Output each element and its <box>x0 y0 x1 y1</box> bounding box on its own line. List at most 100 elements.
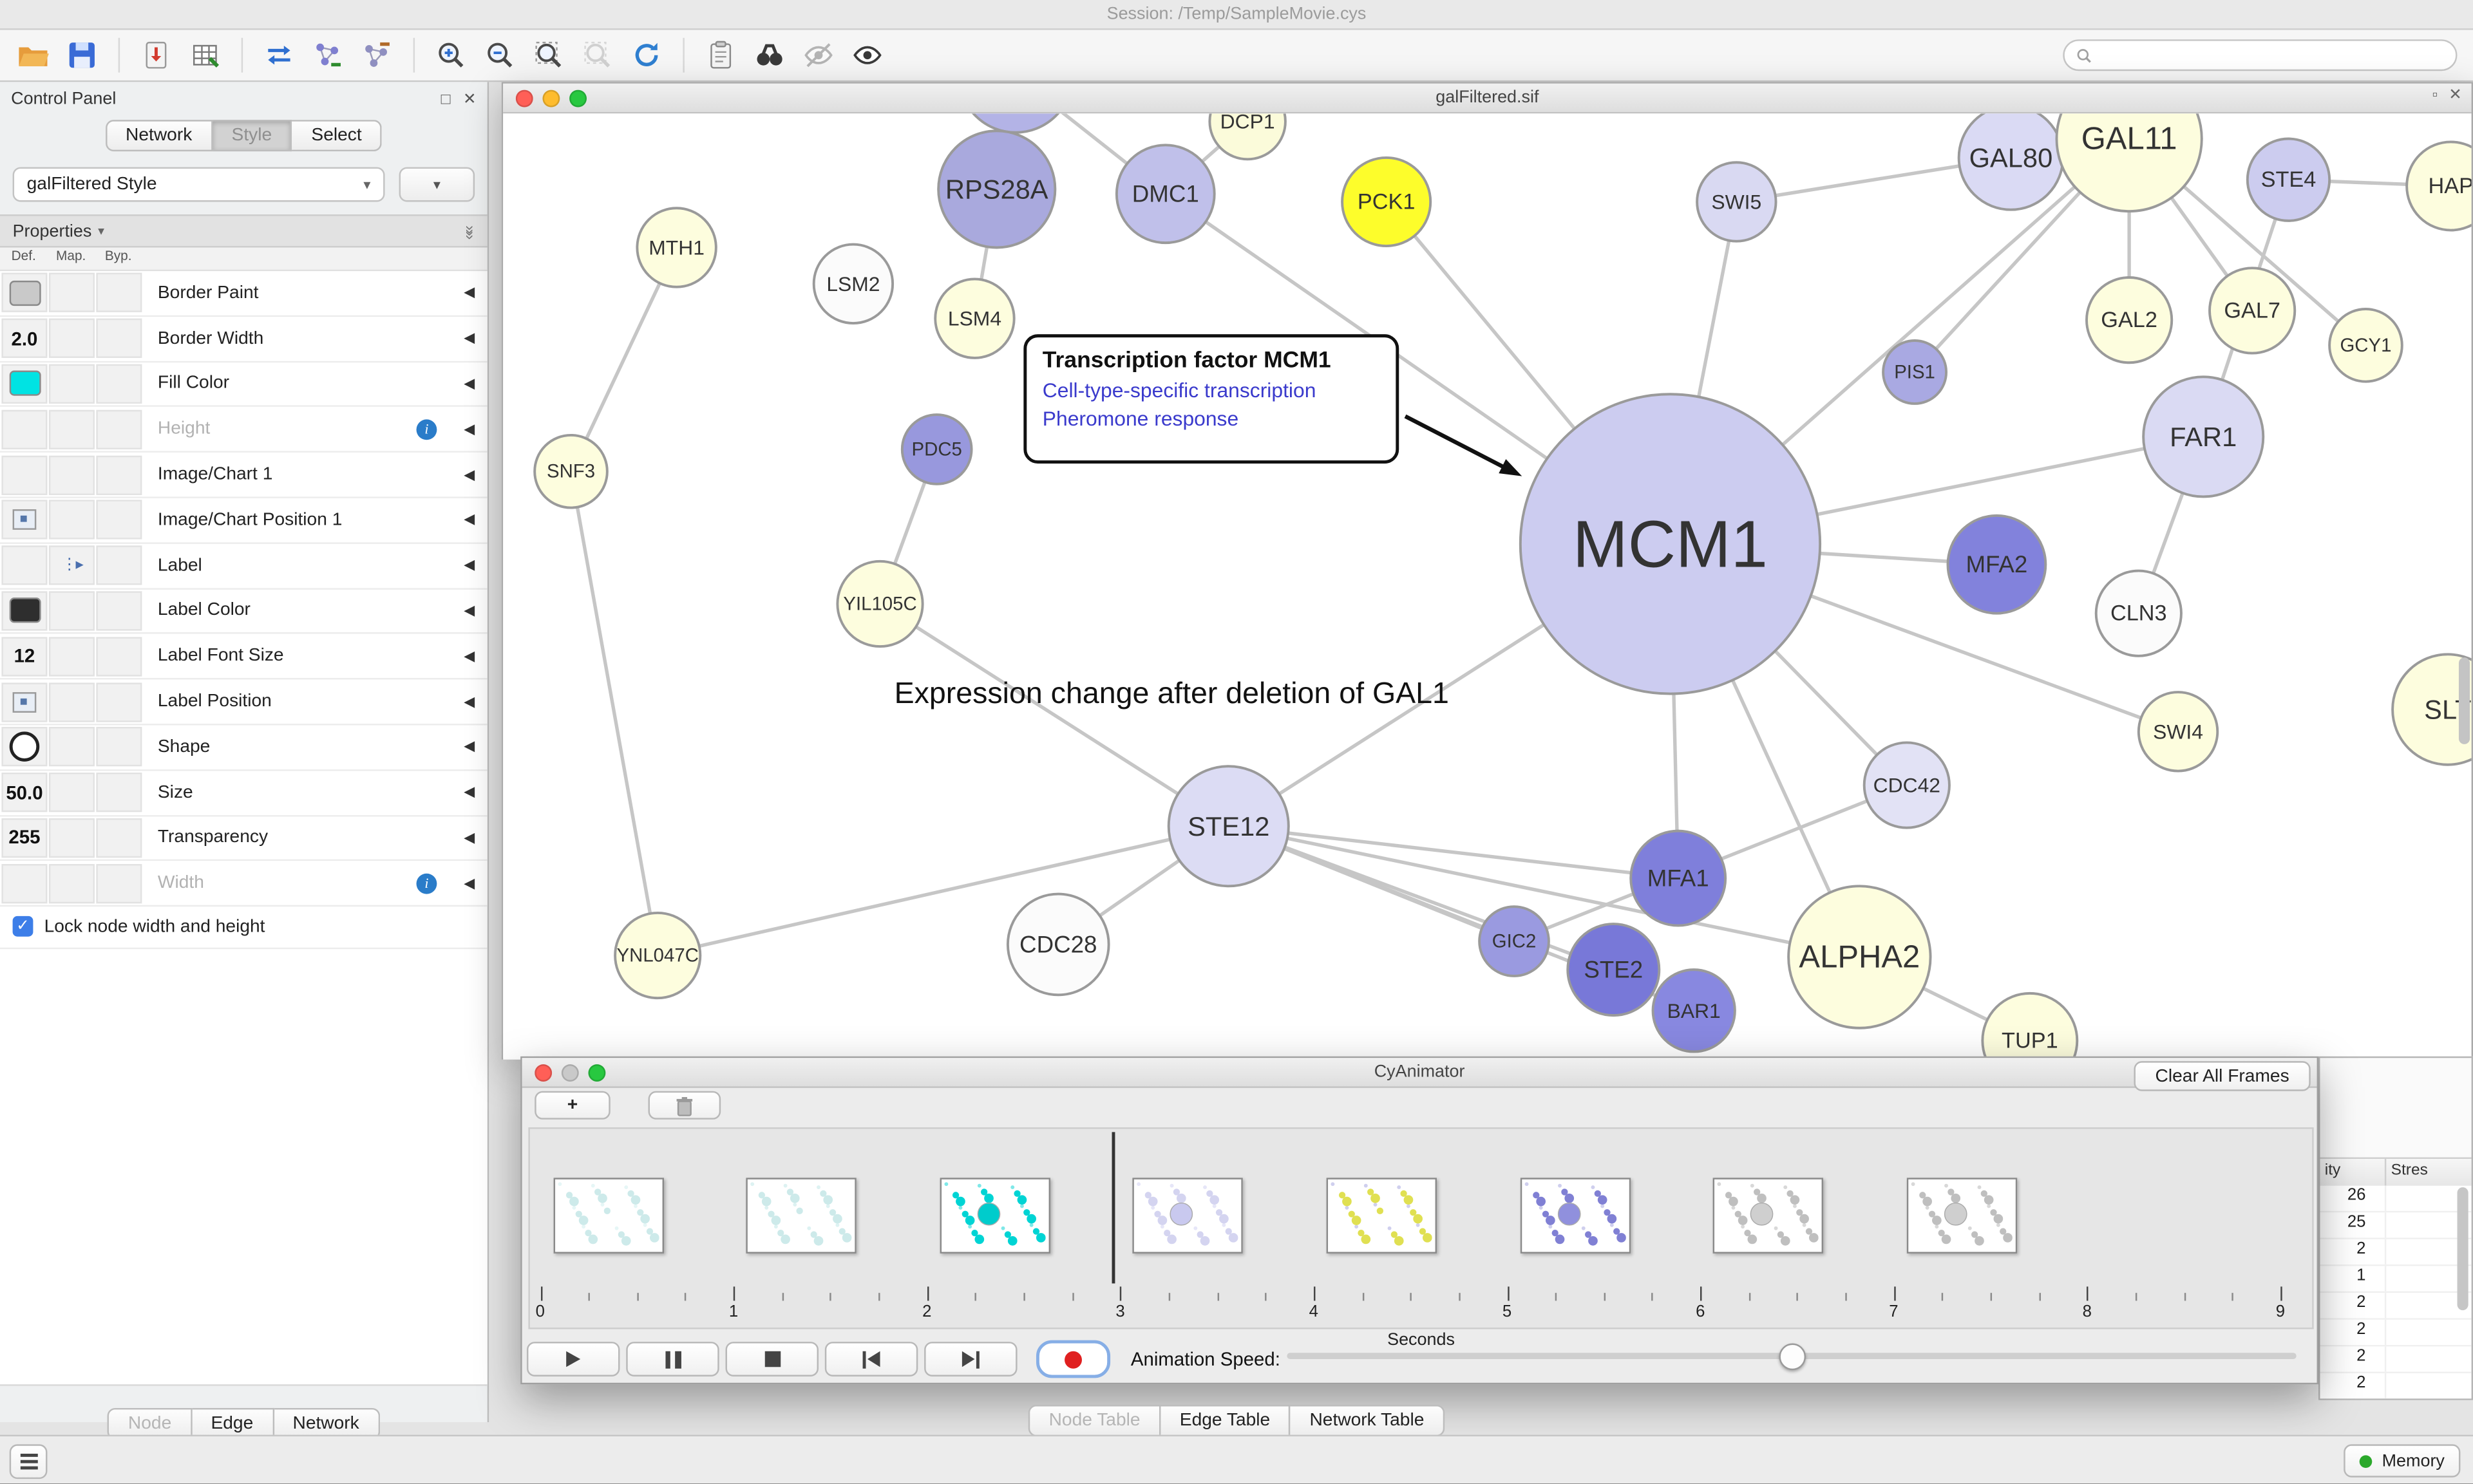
panel-menu-button[interactable] <box>9 1444 48 1479</box>
bypass-cell[interactable] <box>96 364 142 404</box>
default-value-cell[interactable]: 50.0 <box>1 773 48 812</box>
close-view-icon[interactable]: ✕ <box>2449 86 2462 104</box>
search-input[interactable] <box>2101 44 2445 66</box>
table-vertical-scrollbar[interactable] <box>2457 1187 2468 1311</box>
edge-YIL105C-STE12[interactable] <box>879 602 1230 828</box>
export-network-icon[interactable] <box>359 38 394 73</box>
node-LSM2[interactable]: LSM2 <box>812 243 895 325</box>
tab-network[interactable]: Network <box>105 120 213 152</box>
node-GAL2[interactable]: GAL2 <box>2085 276 2174 364</box>
bypass-cell[interactable] <box>96 863 142 903</box>
memory-button[interactable]: Memory <box>2344 1444 2461 1478</box>
expand-row-icon[interactable]: ◀ <box>464 511 475 527</box>
maximize-window-icon[interactable] <box>569 89 587 107</box>
bypass-cell[interactable] <box>96 319 142 359</box>
default-value-cell[interactable] <box>1 273 48 313</box>
bypass-cell[interactable] <box>96 273 142 313</box>
bypass-cell[interactable] <box>96 409 142 449</box>
mapping-cell[interactable] <box>48 636 95 677</box>
show-all-icon[interactable] <box>850 38 885 73</box>
close-window-icon[interactable] <box>535 1063 553 1081</box>
default-value-cell[interactable]: 2.0 <box>1 319 48 359</box>
node-STE2[interactable]: STE2 <box>1566 923 1661 1017</box>
mapping-cell[interactable] <box>48 863 95 903</box>
slider-knob[interactable] <box>1779 1343 1806 1371</box>
table-row[interactable]: 1 <box>2320 1266 2472 1293</box>
node-RPS28A[interactable]: RPS28A <box>937 129 1057 249</box>
default-value-cell[interactable] <box>1 455 48 494</box>
node-TUP1[interactable]: TUP1 <box>1981 991 2079 1060</box>
mapping-cell[interactable] <box>48 818 95 858</box>
node-SNF3[interactable]: SNF3 <box>533 433 609 509</box>
cyanimator-titlebar[interactable]: CyAnimator ▫ ✕ <box>522 1058 2317 1088</box>
frame-thumbnail-4[interactable] <box>1326 1178 1437 1254</box>
frame-thumbnail-0[interactable] <box>553 1178 663 1254</box>
node-CDC42[interactable]: CDC42 <box>1862 741 1951 829</box>
bypass-cell[interactable] <box>96 773 142 812</box>
expand-row-icon[interactable]: ◀ <box>464 874 475 891</box>
mapping-cell[interactable] <box>48 727 95 767</box>
node-SWI4[interactable]: SWI4 <box>2137 691 2219 773</box>
default-value-cell[interactable] <box>1 364 48 404</box>
default-value-cell[interactable]: 255 <box>1 818 48 858</box>
network-vertical-scrollbar[interactable] <box>2458 657 2470 744</box>
node-GAL11[interactable]: GAL11 <box>2055 113 2203 213</box>
table-row[interactable]: 2 <box>2320 1346 2472 1374</box>
mapping-cell[interactable] <box>48 409 95 449</box>
expand-row-icon[interactable]: ◀ <box>464 829 475 845</box>
default-value-cell[interactable] <box>1 545 48 585</box>
style-options-button[interactable]: ▾ <box>399 167 475 202</box>
edge-STE12-ALPHA2[interactable] <box>1228 824 1860 959</box>
property-row-label-position[interactable]: Label Position◀ <box>0 679 488 726</box>
open-session-icon[interactable] <box>15 38 50 73</box>
node-PDC5[interactable]: PDC5 <box>900 413 973 485</box>
tab-edge-table[interactable]: Edge Table <box>1161 1405 1291 1437</box>
save-session-icon[interactable] <box>64 38 99 73</box>
table-row[interactable]: 2 <box>2320 1239 2472 1266</box>
zoom-out-icon[interactable] <box>482 38 517 73</box>
expand-row-icon[interactable]: ◀ <box>464 330 475 346</box>
property-row-border-paint[interactable]: Border Paint◀ <box>0 271 488 317</box>
node-GAL80[interactable]: GAL80 <box>1957 113 2065 211</box>
table-column-header-1[interactable]: ity <box>2320 1159 2387 1186</box>
refresh-view-icon[interactable] <box>629 38 664 73</box>
expand-row-icon[interactable]: ◀ <box>464 602 475 618</box>
lock-size-checkbox[interactable]: ✓ <box>12 916 33 937</box>
expand-row-icon[interactable]: ◀ <box>464 738 475 755</box>
edge-MTH1-SNF3[interactable] <box>569 247 679 473</box>
frame-thumbnail-2[interactable] <box>939 1178 1050 1254</box>
table-row[interactable]: 2 <box>2320 1373 2472 1399</box>
mapping-cell[interactable]: ⋮▸ <box>48 545 95 585</box>
property-row-image-chart-position-1[interactable]: Image/Chart Position 1◀ <box>0 498 488 544</box>
animation-speed-slider[interactable] <box>1287 1343 2297 1371</box>
node-MTH1[interactable]: MTH1 <box>636 207 717 288</box>
table-row[interactable]: 26 <box>2320 1185 2472 1213</box>
canvas-text-annotation[interactable]: Expression change after deletion of GAL1 <box>894 678 1449 711</box>
delete-frame-button[interactable] <box>648 1091 721 1120</box>
find-icon[interactable] <box>752 38 787 73</box>
next-frame-button[interactable] <box>924 1342 1018 1376</box>
maximize-window-icon[interactable] <box>588 1063 606 1081</box>
node-ALPHA2[interactable]: ALPHA2 <box>1787 885 1932 1029</box>
node-YIL105C[interactable]: YIL105C <box>836 559 924 648</box>
node-MFA1[interactable]: MFA1 <box>1629 829 1727 927</box>
table-row[interactable]: 25 <box>2320 1212 2472 1239</box>
node-HAP[interactable]: HAP <box>2405 140 2472 232</box>
bypass-cell[interactable] <box>96 500 142 540</box>
node-SWI5[interactable]: SWI5 <box>1696 161 1777 243</box>
zoom-fit-icon[interactable] <box>531 38 566 73</box>
pause-button[interactable] <box>626 1342 719 1376</box>
tab-network-table[interactable]: Network Table <box>1291 1405 1445 1437</box>
node-MCM1[interactable]: MCM1 <box>1519 393 1822 695</box>
network-window-titlebar[interactable]: galFiltered.sif ▫ ✕ <box>503 83 2472 114</box>
import-network-icon[interactable] <box>310 38 345 73</box>
mapping-cell[interactable] <box>48 591 95 631</box>
bypass-cell[interactable] <box>96 455 142 494</box>
collapse-all-icon[interactable]: »» <box>460 225 478 237</box>
property-row-shape[interactable]: Shape◀ <box>0 725 488 771</box>
minimize-window-icon[interactable] <box>561 1063 579 1081</box>
property-row-label-color[interactable]: Label Color◀ <box>0 588 488 635</box>
